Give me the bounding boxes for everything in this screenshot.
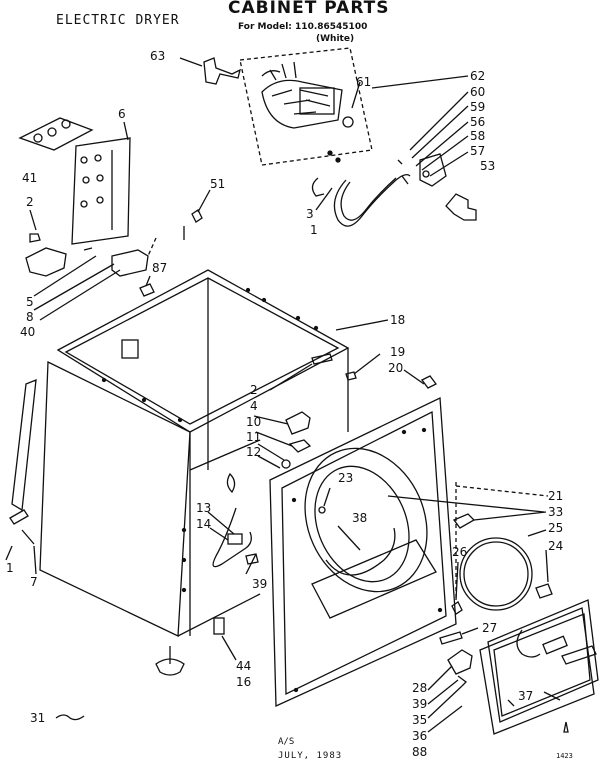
callout-39-bottom: 39 xyxy=(412,697,428,711)
callout-40: 40 xyxy=(20,325,36,339)
callout-19: 19 xyxy=(390,345,406,359)
front-panel xyxy=(269,396,457,707)
door-seal-25 xyxy=(459,537,533,611)
callout-39-mid: 39 xyxy=(252,577,268,591)
footer-code: A/S xyxy=(278,737,295,747)
switch-8 xyxy=(111,249,149,277)
callout-36: 36 xyxy=(412,729,428,743)
door-assembly xyxy=(479,599,599,735)
callout-2-right: 2 xyxy=(250,383,258,397)
callout-12: 12 xyxy=(246,445,262,459)
callout-59: 59 xyxy=(470,100,486,114)
callout-10: 10 xyxy=(246,415,262,429)
callout-37: 37 xyxy=(518,689,534,703)
callout-20: 20 xyxy=(388,361,404,375)
strain-relief-57 xyxy=(419,153,447,187)
callout-62: 62 xyxy=(470,69,486,83)
callout-23: 23 xyxy=(338,471,354,485)
callout-60: 60 xyxy=(470,85,486,99)
callout-33: 33 xyxy=(548,505,564,519)
callout-24: 24 xyxy=(548,539,564,553)
callout-51: 51 xyxy=(210,177,226,191)
callout-8: 8 xyxy=(26,310,34,324)
cord-clamp-53 xyxy=(445,193,477,221)
bracket-5 xyxy=(25,247,67,277)
callout-18: 18 xyxy=(390,313,406,327)
callout-28: 28 xyxy=(412,681,428,695)
callout-1-left: 1 xyxy=(6,561,14,575)
terminal-block-group xyxy=(239,47,373,166)
callout-31: 31 xyxy=(30,711,46,725)
callout-11: 11 xyxy=(246,430,262,444)
callout-61: 61 xyxy=(356,75,372,89)
callout-6: 6 xyxy=(118,107,126,121)
color-variant: (White) xyxy=(316,34,355,44)
footer-date: JULY, 1983 xyxy=(278,751,343,761)
drawing-number: 1423 xyxy=(556,752,573,760)
terminal-bracket-6 xyxy=(18,117,131,245)
callout-38: 38 xyxy=(352,511,368,525)
callout-3: 3 xyxy=(306,207,314,221)
model-number: For Model: 110.86545100 xyxy=(238,22,368,32)
callout-16: 16 xyxy=(236,675,252,689)
callout-88: 88 xyxy=(412,745,428,759)
leveling-leg-16 xyxy=(155,658,185,676)
power-cord xyxy=(333,174,411,227)
callout-41: 41 xyxy=(22,171,38,185)
callout-44: 44 xyxy=(236,659,252,673)
callout-5: 5 xyxy=(26,295,34,309)
callout-7: 7 xyxy=(30,575,38,589)
page-title: CABINET PARTS xyxy=(228,0,390,18)
callout-56: 56 xyxy=(470,115,486,129)
appliance-type-label: ELECTRIC DRYER xyxy=(56,13,180,28)
callout-21: 21 xyxy=(548,489,564,503)
callout-57: 57 xyxy=(470,144,486,158)
callout-87: 87 xyxy=(152,261,168,275)
callout-25: 25 xyxy=(548,521,564,535)
callout-13: 13 xyxy=(196,501,212,515)
bracket-63 xyxy=(203,57,241,85)
callout-27: 27 xyxy=(482,621,498,635)
callout-35: 35 xyxy=(412,713,428,727)
callout-63: 63 xyxy=(150,49,166,63)
cabinet-body xyxy=(39,269,350,638)
callout-58: 58 xyxy=(470,129,486,143)
callout-26: 26 xyxy=(452,545,468,559)
callout-14: 14 xyxy=(196,517,212,531)
callout-2-left: 2 xyxy=(26,195,34,209)
callout-4: 4 xyxy=(250,399,258,413)
callout-53: 53 xyxy=(480,159,496,173)
callout-1-top: 1 xyxy=(310,223,318,237)
